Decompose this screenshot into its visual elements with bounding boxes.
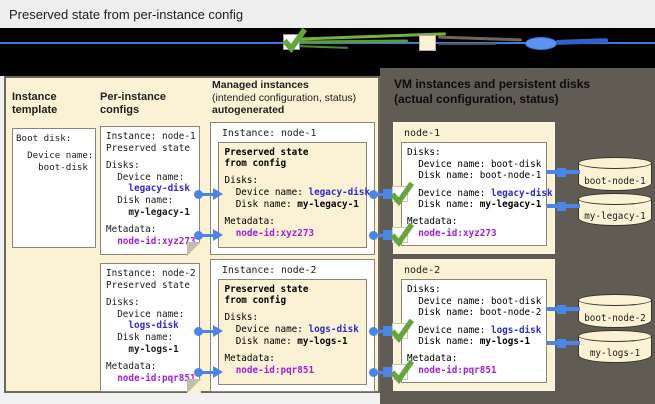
check-icon: [390, 359, 414, 384]
disk-cylinder-top: [578, 193, 652, 205]
connector-square: [383, 230, 393, 240]
dogear-fold-icon: [186, 378, 201, 393]
title-band: Preserved state from per-instance config: [0, 0, 655, 28]
managed-header-line2: (intended configuration, status): [212, 91, 357, 104]
managed-instance-node-1-title: Instance: node-1: [222, 128, 317, 139]
page-title: Preserved state from per-instance config: [9, 6, 244, 22]
connector-square: [383, 189, 393, 199]
vm-instance-node-2-details: Disks: Device name: boot-disk Disk name:…: [401, 279, 547, 383]
instance-template-box: Boot disk: Device name: boot-disk: [12, 128, 96, 248]
disk-cylinder-my-legacy-1: my-legacy-1: [578, 193, 652, 226]
connector-dot: [369, 367, 378, 377]
connector-dot: [194, 230, 203, 240]
connector-line: [198, 233, 215, 237]
vm-instance-node-1: node-1 Disks: Device name: boot-disk Dis…: [393, 122, 555, 254]
arrow-right-icon: [213, 188, 223, 200]
connector-line: [374, 192, 385, 196]
legend-preserved-state-swatch: [419, 35, 436, 51]
check-icon: [390, 318, 414, 343]
check-icon: [390, 222, 414, 247]
disk-label: boot-node-2: [584, 313, 646, 324]
disk-cylinder-boot-node-1: boot-node-1: [578, 157, 652, 191]
managed-instance-node-2-title: Instance: node-2: [222, 265, 317, 276]
connector-line: [198, 370, 215, 374]
connector-dot: [194, 326, 203, 336]
gray-arrow-streak: [438, 43, 496, 45]
disk-label: my-legacy-1: [584, 211, 646, 222]
connector-dot: [369, 326, 378, 336]
vm-instance-node-1-details: Disks: Device name: boot-disk Disk name:…: [401, 142, 553, 246]
gray-arrow-streak: [437, 35, 523, 42]
connector-square: [557, 338, 566, 348]
managed-instances-header: Managed instances (intended configuratio…: [212, 79, 378, 117]
disk-cylinder-body: [578, 163, 652, 191]
managed-header-line1: Managed instances: [212, 79, 309, 91]
connector-dot: [369, 230, 378, 240]
managed-header-line3: autogenerated: [212, 104, 285, 116]
vm-instance-node-2-title: node-2: [404, 265, 441, 276]
disk-cylinder-boot-node-2: boot-node-2: [578, 294, 652, 328]
arrow-right-icon: [213, 325, 223, 337]
disk-cylinder-my-logs-1: my-logs-1: [578, 330, 652, 363]
connector-dot: [369, 189, 378, 199]
connector-dot: [194, 189, 203, 199]
connector-dot: [194, 367, 203, 377]
connector-square: [383, 326, 393, 336]
per-instance-configs-header: Per-instance configs: [100, 91, 167, 116]
legend-band: [0, 27, 655, 76]
legend-disk-connector-line: [0, 42, 655, 44]
connector-square: [557, 167, 566, 177]
connector-line: [374, 233, 385, 237]
dogear-fold-icon: [186, 241, 201, 256]
connector-line: [374, 370, 385, 374]
connector-line: [374, 329, 385, 333]
connector-line: [198, 329, 215, 333]
legend-disk-oval-icon: [525, 37, 557, 50]
disk-cylinder-top: [578, 157, 652, 169]
arrow-right-icon: [213, 366, 223, 378]
vm-panel-heading: VM instances and persistent disks (actua…: [394, 77, 591, 106]
disk-label: my-logs-1: [589, 348, 641, 359]
disk-label: boot-node-1: [584, 176, 646, 187]
connector-square: [383, 367, 393, 377]
vm-instance-node-1-title: node-1: [404, 128, 441, 139]
disk-cylinder-top: [578, 330, 652, 342]
vm-instance-node-2: node-2 Disks: Device name: boot-disk Dis…: [393, 259, 555, 391]
instance-template-header: Instance template: [12, 91, 58, 116]
connector-square: [557, 304, 566, 314]
check-icon: [282, 27, 307, 53]
connector-square: [557, 201, 566, 211]
connector-line: [198, 192, 215, 196]
check-icon: [390, 181, 414, 206]
disk-cylinder-top: [578, 294, 652, 306]
arrow-right-icon: [213, 229, 223, 241]
